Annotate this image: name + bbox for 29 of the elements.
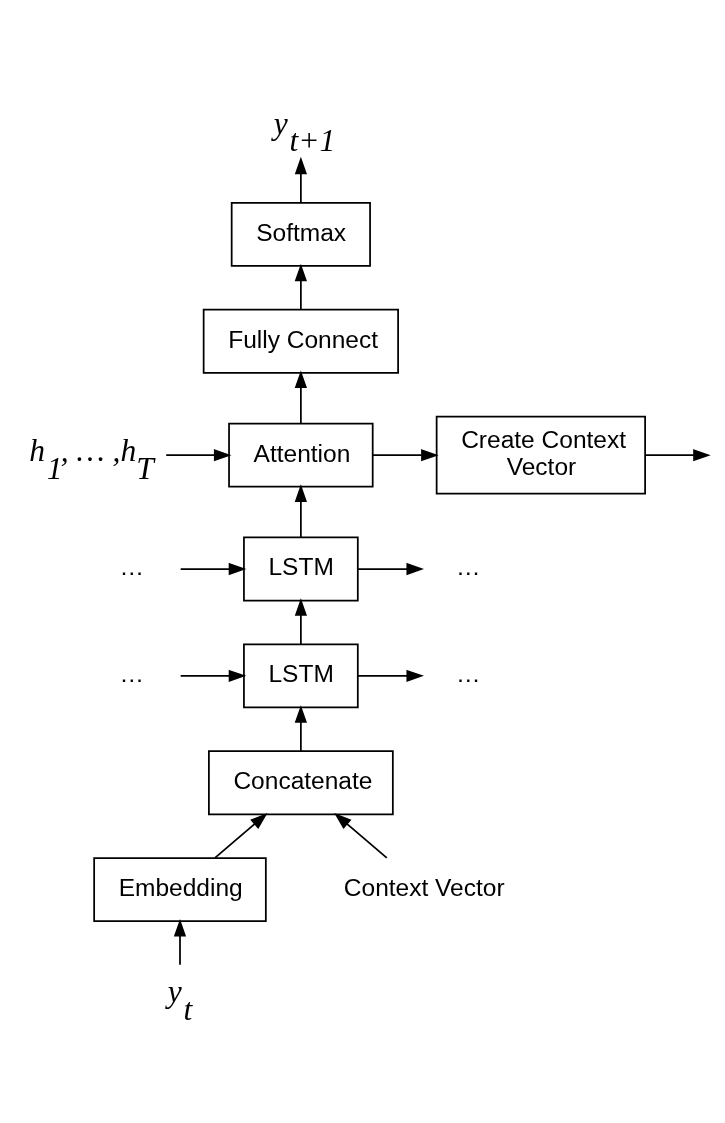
node-text: …	[455, 552, 481, 580]
arrow	[294, 370, 307, 424]
node-box: Concatenate	[208, 749, 394, 815]
arrow	[294, 483, 307, 538]
arrow	[294, 704, 307, 752]
arrow	[294, 597, 307, 645]
node-text: Context Vector	[343, 873, 505, 901]
node-box: LSTM	[243, 642, 359, 708]
arrow	[179, 562, 247, 575]
node-box: Create Context Vector	[435, 415, 646, 495]
node-box: Attention	[228, 422, 374, 488]
arrow	[357, 669, 424, 682]
node-text: …	[119, 659, 145, 687]
node-text: …	[119, 552, 145, 580]
node-box: LSTM	[243, 536, 359, 601]
node-box: Embedding	[93, 856, 267, 922]
arrow	[334, 812, 388, 859]
node-box: Softmax	[230, 201, 371, 267]
arrow	[357, 562, 424, 575]
arrow	[644, 448, 711, 461]
arrow	[372, 448, 439, 461]
arrow	[179, 669, 247, 682]
node-box: Fully Connect	[202, 308, 399, 374]
arrow	[294, 263, 307, 310]
arrow	[214, 812, 268, 859]
arrow	[173, 918, 187, 966]
arrow	[165, 448, 232, 461]
arrow	[294, 156, 307, 204]
node-text: …	[455, 659, 481, 687]
